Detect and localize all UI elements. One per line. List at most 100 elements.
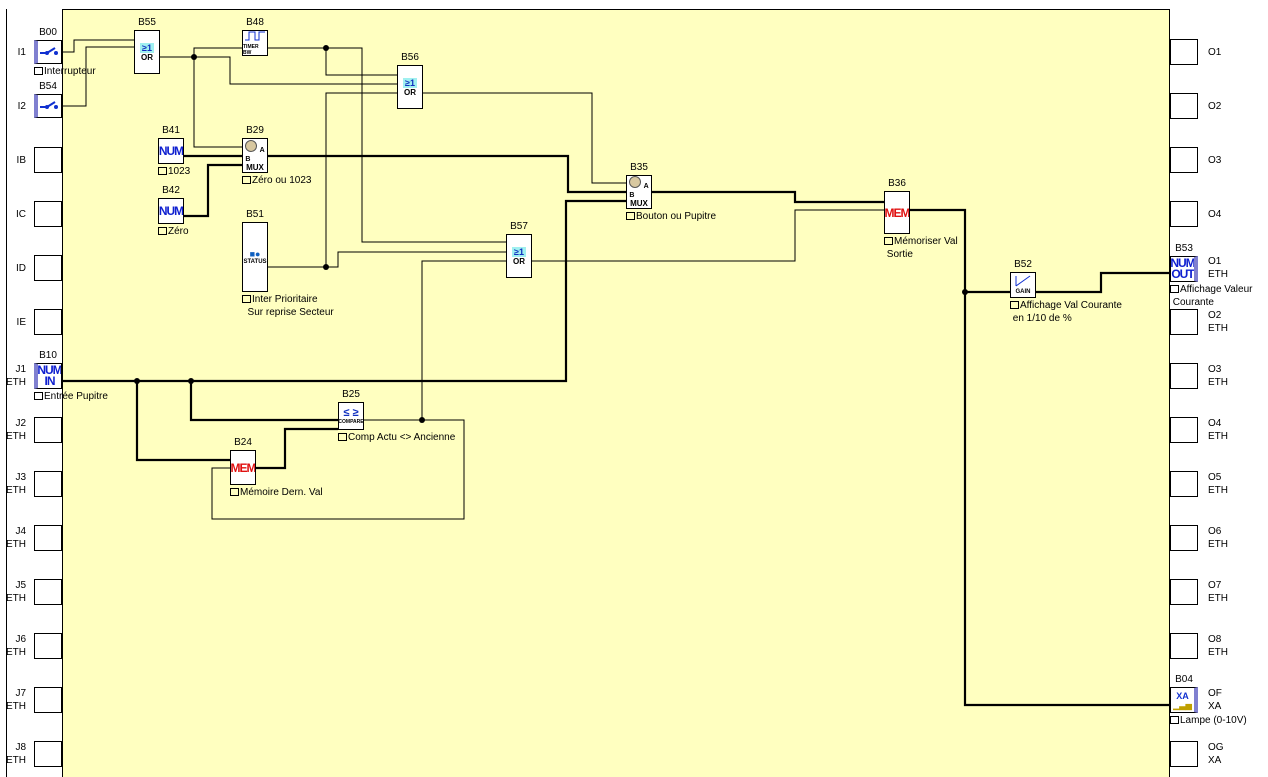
function-block-b36[interactable]: MEM (884, 191, 910, 234)
output-terminal-slot[interactable] (1170, 525, 1198, 551)
block-id-label: B25 (342, 389, 360, 400)
input-terminal-label: ID (16, 263, 26, 274)
block-id-label: B52 (1014, 259, 1032, 270)
function-block-b00[interactable] (34, 40, 62, 64)
input-terminal-slot[interactable] (34, 417, 62, 443)
block-comment[interactable]: Inter Prioritaire Sur reprise Secteur (242, 293, 334, 319)
wire (160, 56, 397, 85)
block-id-label: B04 (1175, 674, 1193, 685)
window-border (6, 9, 7, 777)
input-terminal-slot[interactable] (34, 579, 62, 605)
block-comment[interactable]: Entrée Pupitre (34, 390, 108, 403)
output-terminal-label: OF XA (1208, 688, 1222, 712)
num-constant-icon: NUM (158, 203, 184, 218)
block-id-label: B57 (510, 221, 528, 232)
input-terminal-label: J6 ETH (6, 634, 26, 658)
output-terminal-slot[interactable] (1170, 741, 1198, 767)
fbd-sheet[interactable] (62, 9, 1170, 777)
input-terminal-slot[interactable] (34, 687, 62, 713)
input-terminal-label: J2 ETH (6, 418, 26, 442)
timer-pulse-icon (244, 31, 266, 44)
wire (910, 208, 1170, 707)
wire (193, 47, 242, 57)
block-id-label: B56 (401, 52, 419, 63)
block-type-label: MUX (630, 199, 648, 208)
block-comment[interactable]: 1023 (158, 165, 190, 178)
wire (135, 381, 230, 462)
function-block-b04[interactable]: XA▁▃▅ (1170, 687, 1198, 713)
output-terminal-label: O4 (1208, 209, 1222, 220)
num-in-icon: NUM IN (37, 363, 62, 388)
input-terminal-slot[interactable] (34, 255, 62, 281)
output-terminal-slot[interactable] (1170, 309, 1198, 335)
block-comment[interactable]: Interrupteur (34, 65, 96, 78)
wire (256, 427, 338, 470)
input-terminal-slot[interactable] (34, 471, 62, 497)
function-block-b10[interactable]: NUM IN (34, 363, 62, 389)
block-comment[interactable]: Zéro ou 1023 (242, 174, 312, 187)
status-icon: ■● (249, 249, 261, 259)
block-comment[interactable]: Bouton ou Pupitre (626, 210, 716, 223)
block-type-label: OR (513, 256, 525, 266)
input-terminal-slot[interactable] (34, 633, 62, 659)
function-block-b52[interactable]: GAIN (1010, 272, 1036, 298)
output-terminal-slot[interactable] (1170, 39, 1198, 65)
input-terminal-label: J1 ETH (6, 364, 26, 388)
output-terminal-slot[interactable] (1170, 633, 1198, 659)
function-block-b24[interactable]: MEM (230, 450, 256, 485)
input-terminal-slot[interactable] (34, 147, 62, 173)
block-comment[interactable]: Zéro (158, 225, 189, 238)
block-comment[interactable]: Mémoire Dern. Val (230, 486, 323, 499)
junction (323, 264, 329, 270)
function-block-b53[interactable]: NUM OUT (1170, 256, 1198, 282)
output-terminal-label: OG XA (1208, 742, 1224, 766)
output-terminal-slot[interactable] (1170, 93, 1198, 119)
output-terminal-slot[interactable] (1170, 471, 1198, 497)
or-gate-icon: ≥1 (403, 77, 417, 88)
output-terminal-label: O3 (1208, 155, 1222, 166)
block-comment[interactable]: Lampe (0-10V) (1170, 714, 1247, 727)
output-terminal-slot[interactable] (1170, 363, 1198, 389)
function-block-b54[interactable] (34, 94, 62, 118)
gain-icon (1014, 275, 1032, 289)
wire (62, 199, 626, 383)
block-id-label: B53 (1175, 243, 1193, 254)
function-block-b41[interactable]: NUM (158, 138, 184, 164)
output-terminal-slot[interactable] (1170, 147, 1198, 173)
compare-icon: ≤ ≥ (343, 407, 359, 419)
block-comment[interactable]: Comp Actu <> Ancienne (338, 431, 455, 444)
block-type-label: MUX (246, 162, 264, 172)
function-block-b25[interactable]: ≤ ≥COMPARE (338, 402, 364, 430)
input-terminal-slot[interactable] (34, 309, 62, 335)
num-constant-icon: NUM (158, 143, 184, 158)
block-id-label: B29 (246, 125, 264, 136)
wire (193, 57, 242, 148)
output-terminal-label: O8 ETH (1208, 634, 1228, 658)
wire (268, 92, 397, 268)
block-comment[interactable]: Affichage Valeur Courante (1170, 283, 1253, 309)
function-block-b48[interactable]: TIMER BW (242, 30, 268, 56)
input-terminal-label: J5 ETH (6, 580, 26, 604)
function-block-b51[interactable]: ■●STATUS (242, 222, 268, 292)
input-terminal-slot[interactable] (34, 741, 62, 767)
output-terminal-label: O2 (1208, 101, 1222, 112)
mem-icon: MEM (884, 205, 910, 220)
block-type-label: OR (141, 52, 153, 62)
output-terminal-label: O7 ETH (1208, 580, 1228, 604)
output-terminal-slot[interactable] (1170, 579, 1198, 605)
block-comment[interactable]: Affichage Val Courante en 1/10 de % (1010, 299, 1122, 325)
block-type-label: ▁▃▅ (1173, 700, 1192, 710)
input-terminal-slot[interactable] (34, 201, 62, 227)
block-comment[interactable]: Mémoriser Val Sortie (884, 235, 958, 261)
output-terminal-slot[interactable] (1170, 201, 1198, 227)
block-id-label: B51 (246, 209, 264, 220)
function-block-b42[interactable]: NUM (158, 198, 184, 224)
output-terminal-slot[interactable] (1170, 417, 1198, 443)
input-terminal-slot[interactable] (34, 525, 62, 551)
